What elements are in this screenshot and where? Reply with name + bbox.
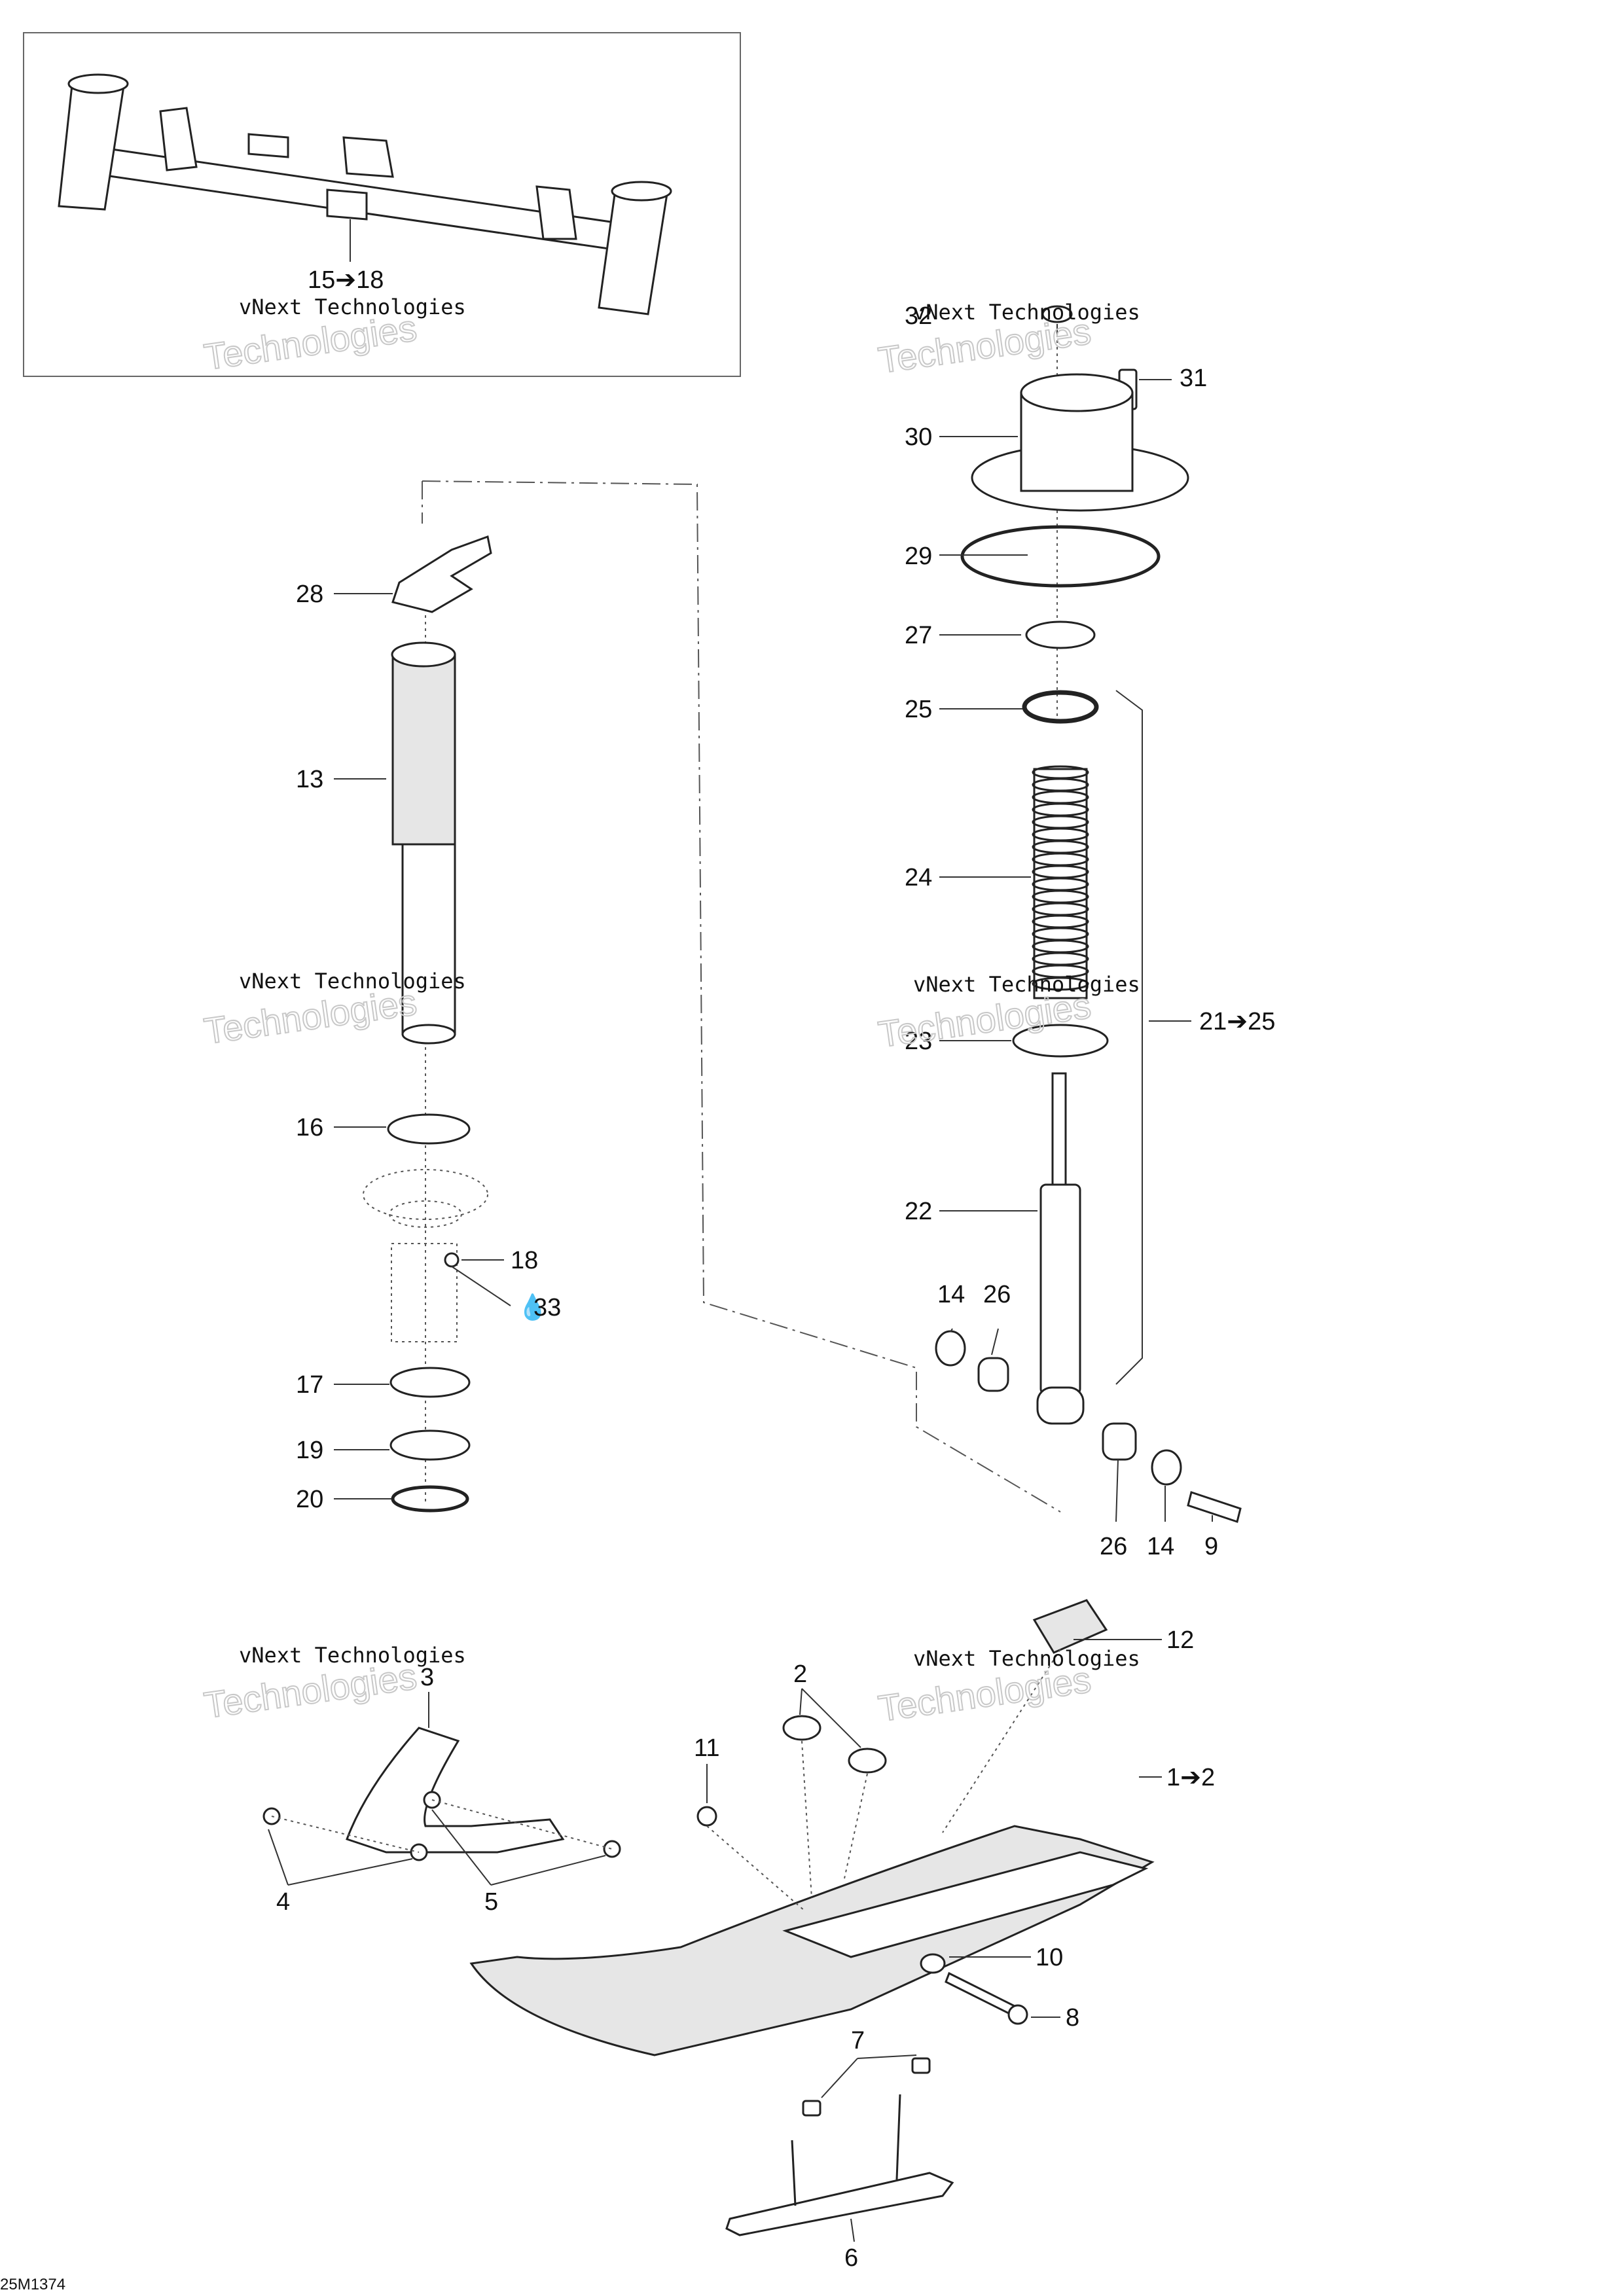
callout-16: 16 (296, 1114, 323, 1141)
callout-22: 22 (905, 1198, 932, 1225)
watermark-1: vNext Technologies vNext Technologies vN… (239, 295, 1140, 1671)
callout-14-left: 14 (937, 1281, 965, 1308)
callout-6: 6 (844, 2244, 858, 2272)
svg-text:vNext Technologies: vNext Technologies (239, 295, 466, 319)
callout-21-25: 21➔25 (1199, 1008, 1275, 1035)
bushing-26-right (1102, 1422, 1137, 1461)
circlip-29 (960, 525, 1161, 588)
callout-24: 24 (905, 864, 932, 891)
callout-17: 17 (296, 1371, 323, 1399)
callout-numbers: 32 31 30 29 27 25 24 23 22 21➔25 14 26 2… (276, 302, 1275, 2272)
callout-1-2: 1➔2 (1166, 1764, 1215, 1791)
shock-assembly (960, 305, 1189, 1425)
svg-text:vNext Technologies: vNext Technologies (239, 969, 466, 994)
clamp-28 (391, 535, 492, 613)
callout-14-right: 14 (1147, 1533, 1174, 1560)
spring-seat-23 (1012, 1024, 1109, 1058)
spring-coil (1032, 977, 1089, 991)
watermarks: vNext Technologies vNext Technologies vN… (201, 295, 1140, 1730)
callout-25: 25 (905, 696, 932, 723)
frame-inset: 15➔18 (23, 32, 741, 377)
washer-14-left (935, 1330, 966, 1367)
callout-31: 31 (1180, 365, 1207, 392)
spring-24 (1033, 768, 1088, 999)
callout-8: 8 (1066, 2004, 1079, 2032)
assembly-centerlines (422, 334, 1061, 1513)
callout-26-right: 26 (1100, 1533, 1127, 1560)
callout-11: 11 (694, 1734, 719, 1762)
lubricant-icon: 💧 (517, 1293, 548, 1321)
drawing-number: 25M1374 (0, 2276, 65, 2293)
callout-26-left: 26 (983, 1281, 1011, 1308)
callout-30: 30 (905, 423, 932, 451)
runner-6 (725, 2172, 954, 2236)
watermark-outline: Technologies Technologies Technologies T… (201, 306, 1094, 1730)
washer-14-right (1151, 1449, 1182, 1486)
bushing-26-left (977, 1357, 1009, 1392)
callout-23: 23 (905, 1028, 932, 1055)
bushing-16 (387, 1113, 471, 1145)
callout-32: 32 (905, 302, 932, 330)
callout-28: 28 (296, 581, 323, 608)
pad-12 (1032, 1599, 1108, 1654)
callout-10: 10 (1036, 1944, 1063, 1971)
spindle-column (363, 535, 492, 1513)
callout-19: 19 (296, 1437, 323, 1464)
callout-27: 27 (905, 622, 932, 649)
fitting-18 (444, 1252, 460, 1268)
pin-9 (1187, 1491, 1242, 1523)
leader-lines (268, 324, 1213, 2242)
callout-20: 20 (296, 1486, 323, 1513)
callout-2: 2 (793, 1660, 807, 1688)
handle-3 (346, 1727, 565, 1854)
callout-9: 9 (1204, 1533, 1218, 1560)
callout-3: 3 (420, 1664, 434, 1691)
svg-text:vNext Technologies: vNext Technologies (913, 972, 1140, 997)
washer-27 (1025, 620, 1096, 649)
nut-32 (1041, 305, 1073, 323)
circlip-20 (391, 1485, 469, 1513)
callout-7: 7 (851, 2027, 865, 2054)
spring-coils (1032, 765, 1089, 991)
callout-13: 13 (296, 766, 323, 793)
callout-frame-assembly: 15➔18 (308, 266, 384, 294)
bushing-17 (389, 1367, 471, 1398)
callout-33: 33 (533, 1294, 561, 1321)
callout-29: 29 (905, 543, 932, 570)
callout-12: 12 (1166, 1626, 1194, 1654)
bushing-19 (389, 1429, 471, 1461)
svg-text:vNext Technologies: vNext Technologies (239, 1643, 466, 1668)
shock-body-22 (1036, 1072, 1085, 1425)
svg-text:vNext Technologies: vNext Technologies (913, 300, 1140, 325)
retainer-25 (1022, 690, 1099, 724)
callout-18: 18 (511, 1247, 538, 1274)
spindle-13 (391, 653, 456, 846)
callout-4: 4 (276, 1888, 290, 1916)
ski-assembly (262, 1599, 1155, 2236)
callout-5: 5 (484, 1888, 498, 1916)
shock-lower-hardware (935, 1330, 1242, 1523)
svg-text:vNext Technologies: vNext Technologies (913, 1646, 1140, 1671)
